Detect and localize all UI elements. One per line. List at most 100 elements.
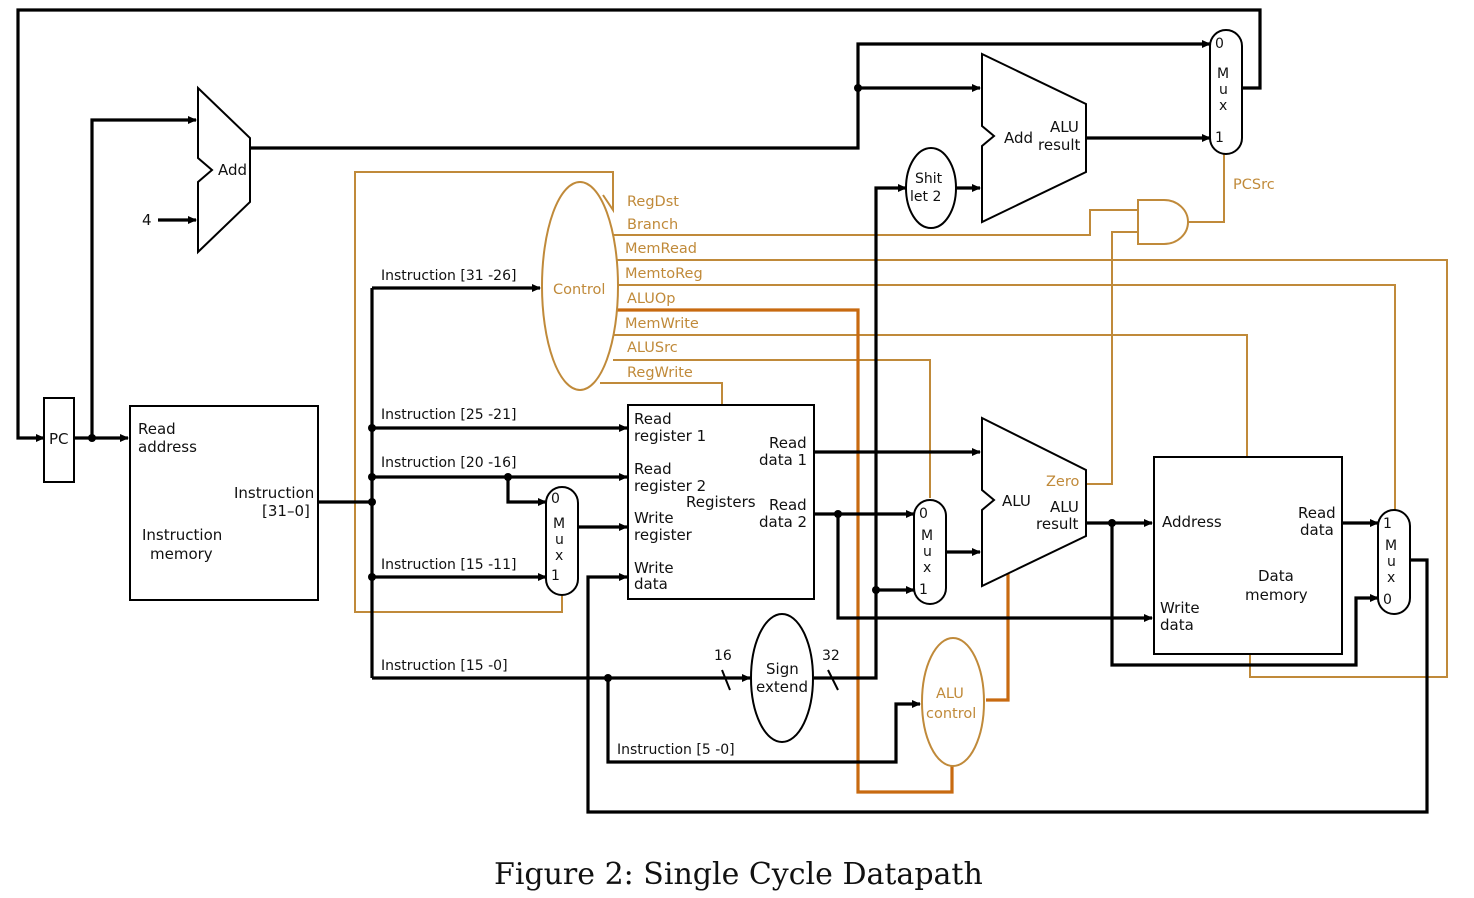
alu-src-mux xyxy=(913,499,947,605)
dm-name-2: memory xyxy=(1245,586,1308,604)
im-name-2: memory xyxy=(150,545,213,563)
alu-zero-label: Zero xyxy=(1046,474,1079,490)
alusrc-label: ALUSrc xyxy=(627,340,678,356)
branch-adder-alu-label: ALU xyxy=(1050,118,1079,136)
shift-left-label-2: let 2 xyxy=(910,189,941,205)
sign-extend xyxy=(750,613,814,743)
sign-ext-to-shift-wire xyxy=(814,184,907,680)
alu-control-label-2: control xyxy=(926,706,976,722)
pcsrc-label: PCSrc xyxy=(1233,177,1275,193)
svg-text:Instruction [15 -11]: Instruction [15 -11] xyxy=(381,557,516,573)
reg-write-reg-label-2: register xyxy=(634,526,693,544)
bus-width-marks xyxy=(721,669,839,691)
reg-write-data-label-1: Write xyxy=(634,559,674,577)
register-file xyxy=(627,404,815,600)
branch-adder xyxy=(981,52,1087,224)
memtoreg-label: MemtoReg xyxy=(625,266,703,282)
svg-text:x: x xyxy=(1219,98,1227,114)
svg-text:0: 0 xyxy=(1215,36,1224,52)
regwrite-label: RegWrite xyxy=(627,365,693,381)
svg-text:M: M xyxy=(553,516,565,532)
reg-read2-label-1: Read xyxy=(634,460,672,478)
mem-to-reg-mux-text: 1 M u x 0 xyxy=(1383,516,1397,608)
svg-text:0: 0 xyxy=(1383,592,1392,608)
control-unit xyxy=(541,181,619,391)
reg-out2-label-2: data 2 xyxy=(759,513,807,531)
reg-read1-label-1: Read xyxy=(634,410,672,428)
svg-text:1: 1 xyxy=(551,568,560,584)
im-read-label-1: Read xyxy=(138,420,176,438)
svg-text:x: x xyxy=(555,548,563,564)
svg-text:u: u xyxy=(555,532,564,548)
alu-label: ALU xyxy=(1002,492,1031,510)
svg-text:Instruction [20 -16]: Instruction [20 -16] xyxy=(381,455,516,471)
branch-wire xyxy=(613,209,1140,236)
svg-text:1: 1 xyxy=(1215,130,1224,146)
pc-label: PC xyxy=(49,430,69,448)
memtoreg-wire xyxy=(613,284,1396,512)
reg-out1-label-1: Read xyxy=(769,434,807,452)
shift-left-label-1: Shit xyxy=(915,171,943,187)
dm-read-label-1: Read xyxy=(1298,504,1336,522)
read-data2-to-mem-wire xyxy=(836,514,1153,622)
svg-text:M: M xyxy=(1217,66,1229,82)
dm-write-label-2: data xyxy=(1160,616,1194,634)
registers-label: Registers xyxy=(686,493,756,511)
shift-left-2 xyxy=(905,147,957,229)
alu-src-mux-text: 0 M u x 1 xyxy=(919,506,933,598)
mem-to-reg-mux xyxy=(1377,509,1411,615)
dm-write-label-1: Write xyxy=(1160,599,1200,617)
figure-caption: Figure 2: Single Cycle Datapath xyxy=(494,857,983,892)
dm-name-1: Data xyxy=(1258,567,1294,585)
zero-wire xyxy=(1084,231,1140,485)
svg-text:0: 0 xyxy=(919,506,928,522)
bits-16-label: 16 xyxy=(714,648,732,664)
alu-result-to-mux-wire xyxy=(1110,523,1379,667)
dm-address-label: Address xyxy=(1162,513,1222,531)
pc4-wire xyxy=(250,40,1211,150)
branch-and-gate xyxy=(1137,199,1189,245)
svg-text:Instruction [5 -0]: Instruction [5 -0] xyxy=(617,742,735,758)
alu-control-label-1: ALU xyxy=(936,686,964,702)
branch-adder-result-label: result xyxy=(1038,136,1081,154)
rt-to-mux-wire xyxy=(506,477,547,506)
im-name-1: Instruction xyxy=(142,526,222,544)
pc-to-add-wire xyxy=(90,116,197,438)
data-memory xyxy=(1153,456,1343,655)
reg-write-data-label-2: data xyxy=(634,575,668,593)
pc-register xyxy=(43,397,75,483)
regdst-label: RegDst xyxy=(627,194,679,210)
aluop-wire xyxy=(613,308,954,794)
instruction-memory xyxy=(129,405,319,601)
svg-text:u: u xyxy=(1219,82,1228,98)
svg-text:Instruction [31 -26]: Instruction [31 -26] xyxy=(381,268,516,284)
pc-adder-label: Add xyxy=(218,161,247,179)
im-instruction-label-1: Instruction xyxy=(234,484,314,502)
memread-label: MemRead xyxy=(625,241,697,257)
svg-text:u: u xyxy=(1387,554,1396,570)
svg-text:x: x xyxy=(1387,570,1395,586)
svg-text:1: 1 xyxy=(1383,516,1392,532)
funct-wire xyxy=(606,678,921,764)
junction-dots xyxy=(88,84,1116,682)
bits-32-label: 32 xyxy=(822,648,840,664)
im-read-label-2: address xyxy=(138,438,197,456)
reg-read2-label-2: register 2 xyxy=(634,477,706,495)
aluop-label: ALUOp xyxy=(627,291,676,307)
reg-out1-label-2: data 1 xyxy=(759,451,807,469)
reg-read1-label-2: register 1 xyxy=(634,427,706,445)
sign-extend-label-1: Sign xyxy=(766,660,799,678)
alu-result-label-2: result xyxy=(1036,515,1079,533)
pc-loop-wire xyxy=(16,8,1262,442)
reg-out2-label-1: Read xyxy=(769,496,807,514)
memwrite-wire xyxy=(613,334,1248,456)
pc-source-mux-text: 0 M u x 1 xyxy=(1215,36,1229,146)
branch-adder-label: Add xyxy=(1004,129,1033,147)
alu-control xyxy=(921,637,985,767)
data-wires xyxy=(16,8,1429,814)
const-four: 4 xyxy=(142,211,152,229)
alu-result-label-1: ALU xyxy=(1050,498,1079,516)
reg-dst-mux xyxy=(545,486,579,596)
pcsrc-wire xyxy=(1188,150,1225,223)
